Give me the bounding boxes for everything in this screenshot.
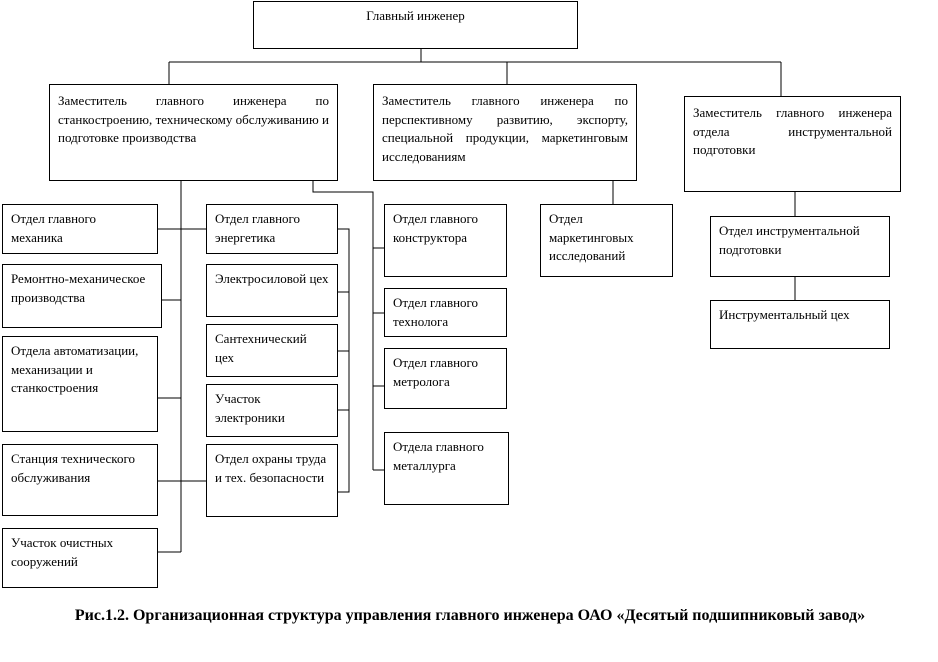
- dept-treatment-facilities: Участок очистных сооружений: [2, 528, 158, 588]
- dept-label: Отдел главного технолога: [393, 295, 479, 329]
- deputy-machine-tools-label: Заместитель главного инженера по станкос…: [58, 93, 329, 145]
- dept-tooling-preparation: Отдел инструментальной подготовки: [710, 216, 890, 277]
- chief-engineer-box: Главный инженер: [253, 1, 578, 49]
- dept-label: Отдел главного конструктора: [393, 211, 479, 245]
- dept-labor-safety: Отдел охраны труда и тех. безопасности: [206, 444, 338, 517]
- dept-electric-power-shop: Электросиловой цех: [206, 264, 338, 317]
- dept-label: Отдела главного металлурга: [393, 439, 484, 473]
- dept-chief-metrologist: Отдел главного метролога: [384, 348, 507, 409]
- dept-electronics-section: Участок электроники: [206, 384, 338, 437]
- deputy-machine-tools-box: Заместитель главного инженера по станкос…: [49, 84, 338, 181]
- deputy-tooling-label: Заместитель главного инженера отдела инс…: [693, 105, 892, 157]
- dept-marketing-research: Отдел маркетинговых исследований: [540, 204, 673, 277]
- dept-chief-mechanic: Отдел главного механика: [2, 204, 158, 254]
- dept-plumbing-shop: Сантехнический цех: [206, 324, 338, 377]
- dept-label: Отдел охраны труда и тех. безопасности: [215, 451, 327, 485]
- dept-label: Сантехнический цех: [215, 331, 307, 365]
- figure-caption: Рис.1.2. Организационная структура управ…: [74, 607, 866, 624]
- dept-label: Отдел маркетинговых исследований: [549, 211, 634, 263]
- dept-label: Инструментальный цех: [719, 307, 850, 322]
- dept-label: Отдел главного энергетика: [215, 211, 301, 245]
- dept-service-station: Станция технического обслуживания: [2, 444, 158, 516]
- deputy-development-label: Заместитель главного инженера по перспек…: [382, 93, 628, 164]
- dept-label: Электросиловой цех: [215, 271, 329, 286]
- dept-chief-metallurgist: Отдела главного металлурга: [384, 432, 509, 505]
- dept-label: Отдел главного механика: [11, 211, 97, 245]
- dept-label: Отдела автоматизации, механизации и стан…: [11, 343, 139, 395]
- dept-chief-power-engineer: Отдел главного энергетика: [206, 204, 338, 254]
- dept-automation: Отдела автоматизации, механизации и стан…: [2, 336, 158, 432]
- dept-label: Участок электроники: [215, 391, 285, 425]
- dept-label: Отдел инструментальной подготовки: [719, 223, 860, 257]
- deputy-tooling-box: Заместитель главного инженера отдела инс…: [684, 96, 901, 192]
- dept-chief-designer: Отдел главного конструктора: [384, 204, 507, 277]
- dept-label: Участок очистных сооружений: [11, 535, 114, 569]
- dept-label: Ремонтно-механическое производства: [11, 271, 146, 305]
- dept-repair-mechanical: Ремонтно-механическое производства: [2, 264, 162, 328]
- dept-chief-technologist: Отдел главного технолога: [384, 288, 507, 337]
- deputy-development-box: Заместитель главного инженера по перспек…: [373, 84, 637, 181]
- dept-tool-shop: Инструментальный цех: [710, 300, 890, 349]
- chief-engineer-label: Главный инженер: [366, 8, 465, 23]
- dept-label: Отдел главного метролога: [393, 355, 479, 389]
- dept-label: Станция технического обслуживания: [11, 451, 135, 485]
